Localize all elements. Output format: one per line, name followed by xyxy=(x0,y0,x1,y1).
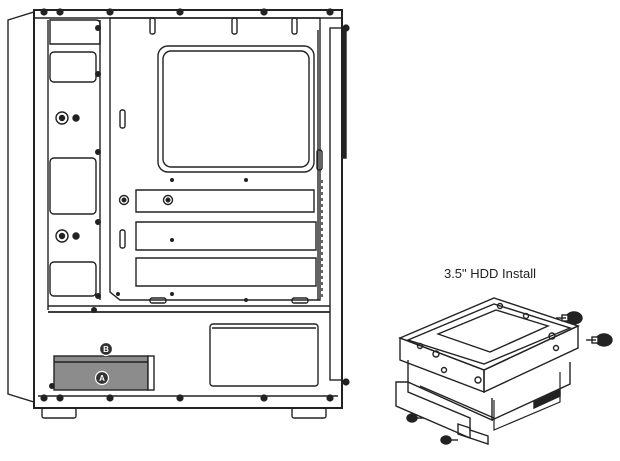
motherboard-tray xyxy=(109,17,321,301)
callout-b-label: B xyxy=(103,345,109,354)
screw-icon xyxy=(586,333,613,347)
rear-bracket xyxy=(329,27,343,381)
screw-icon xyxy=(406,413,424,423)
callout-b: B xyxy=(98,341,114,357)
hdd-tray xyxy=(398,297,580,371)
psu-opening xyxy=(209,323,319,387)
callout-a-label: A xyxy=(99,374,105,383)
hdd-screws xyxy=(406,311,613,445)
screw-icon xyxy=(440,435,458,445)
case-screws xyxy=(40,8,350,402)
standoffs xyxy=(55,111,174,243)
hdd-install-title: 3.5" HDD Install xyxy=(443,266,537,281)
hdd-cage-assembly xyxy=(395,297,580,445)
case-foot-left xyxy=(41,407,77,419)
case-foot-right xyxy=(291,407,327,419)
cpu-cutout xyxy=(157,45,315,173)
callout-a: A xyxy=(94,370,110,386)
screw-icon xyxy=(556,311,583,325)
case-front-panel xyxy=(7,11,35,403)
case-frame xyxy=(33,9,343,409)
pc-case xyxy=(7,9,347,419)
